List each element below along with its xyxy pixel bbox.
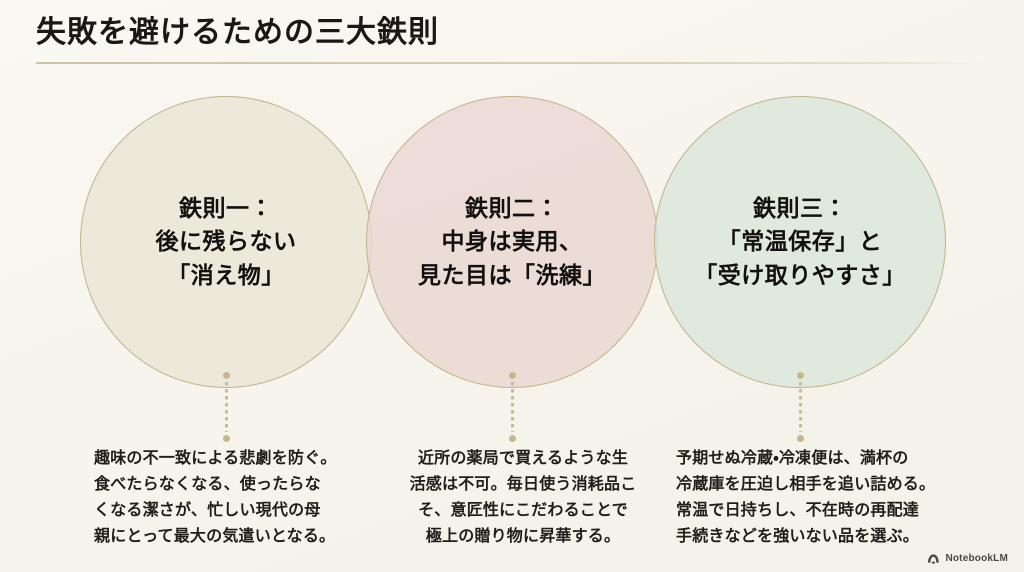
connector-top-dot-icon <box>796 372 804 379</box>
connector-dotted-line <box>510 382 514 432</box>
connector-dotted-line <box>798 382 802 432</box>
page-title: 失敗を避けるための三大鉄則 <box>36 16 439 49</box>
connector-bottom-dot-icon <box>222 435 230 442</box>
caption-tessoku-1: 趣味の不一致による悲劇を防ぐ。 食べたらなくなる、使ったらな くなる潔さが、忙し… <box>94 450 337 545</box>
venn-label-tessoku-1: 鉄則一： 後に残らない 「消え物」 <box>155 194 297 288</box>
connector-tessoku-3 <box>793 372 807 442</box>
connector-bottom-dot-icon <box>508 435 516 442</box>
notebooklm-logo-icon <box>927 553 940 564</box>
connector-top-dot-icon <box>222 372 230 379</box>
venn-label-tessoku-3: 鉄則三： 「常温保存」と 「受け取りやすさ」 <box>694 194 906 288</box>
connector-top-dot-icon <box>508 372 516 379</box>
connector-tessoku-2 <box>505 372 519 442</box>
connector-bottom-dot-icon <box>796 435 804 442</box>
title-divider <box>36 61 990 64</box>
connector-tessoku-1 <box>219 372 233 442</box>
notebooklm-watermark: NotebookLM <box>927 553 1008 564</box>
venn-label-tessoku-2: 鉄則二： 中身は実用、 見た目は「洗練」 <box>418 194 606 288</box>
notebooklm-label: NotebookLM <box>945 553 1008 564</box>
caption-tessoku-3: 予期せぬ冷蔵・冷凍便は、満杯の 冷蔵庫を圧迫し相手を追い詰める。 常温で日持ちし… <box>676 450 936 545</box>
caption-tessoku-2: 近所の薬局で買えるような生 活感は不可。毎日使う消耗品こ そ、意匠性にこだわるこ… <box>409 450 637 545</box>
title-block: 失敗を避けるための三大鉄則 <box>36 14 992 64</box>
connector-dotted-line <box>224 382 228 432</box>
